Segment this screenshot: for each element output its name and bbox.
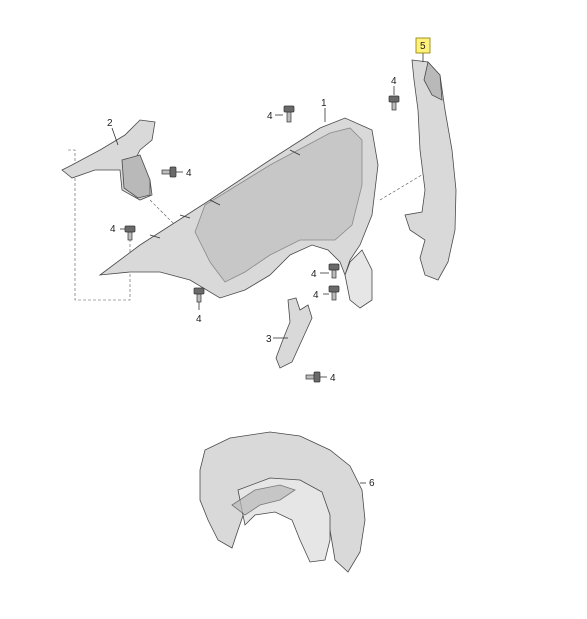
- callout-3: 3: [266, 334, 272, 345]
- callout-4: 4: [110, 224, 116, 235]
- front-fender-part: [98, 117, 379, 309]
- bolt-icon: [305, 371, 321, 383]
- wheel-liner-part: [199, 431, 366, 573]
- leader-lines: [111, 53, 424, 484]
- callout-4: 4: [391, 76, 397, 87]
- bolt-icon: [328, 285, 340, 301]
- callout-4: 4: [186, 168, 192, 179]
- lower-bracket-part: [275, 297, 313, 369]
- callout-5: 5: [420, 41, 426, 52]
- bolt-icon: [124, 225, 136, 241]
- bolt-icon: [161, 166, 177, 178]
- bolt-icon: [283, 105, 295, 123]
- callout-4: 4: [313, 290, 319, 301]
- callout-4: 4: [311, 269, 317, 280]
- callout-1: 1: [321, 98, 327, 109]
- bolt-icon: [328, 263, 340, 279]
- side-trim-part: [404, 59, 457, 281]
- callout-4: 4: [196, 314, 202, 325]
- callout-4: 4: [330, 373, 336, 384]
- bolt-icon: [193, 287, 205, 303]
- callout-6: 6: [369, 478, 375, 489]
- callout-2: 2: [107, 118, 113, 129]
- callout-4: 4: [267, 111, 273, 122]
- callout-5-highlight: [415, 37, 431, 54]
- bolt-icon: [388, 95, 400, 111]
- upper-bracket-part: [61, 119, 156, 201]
